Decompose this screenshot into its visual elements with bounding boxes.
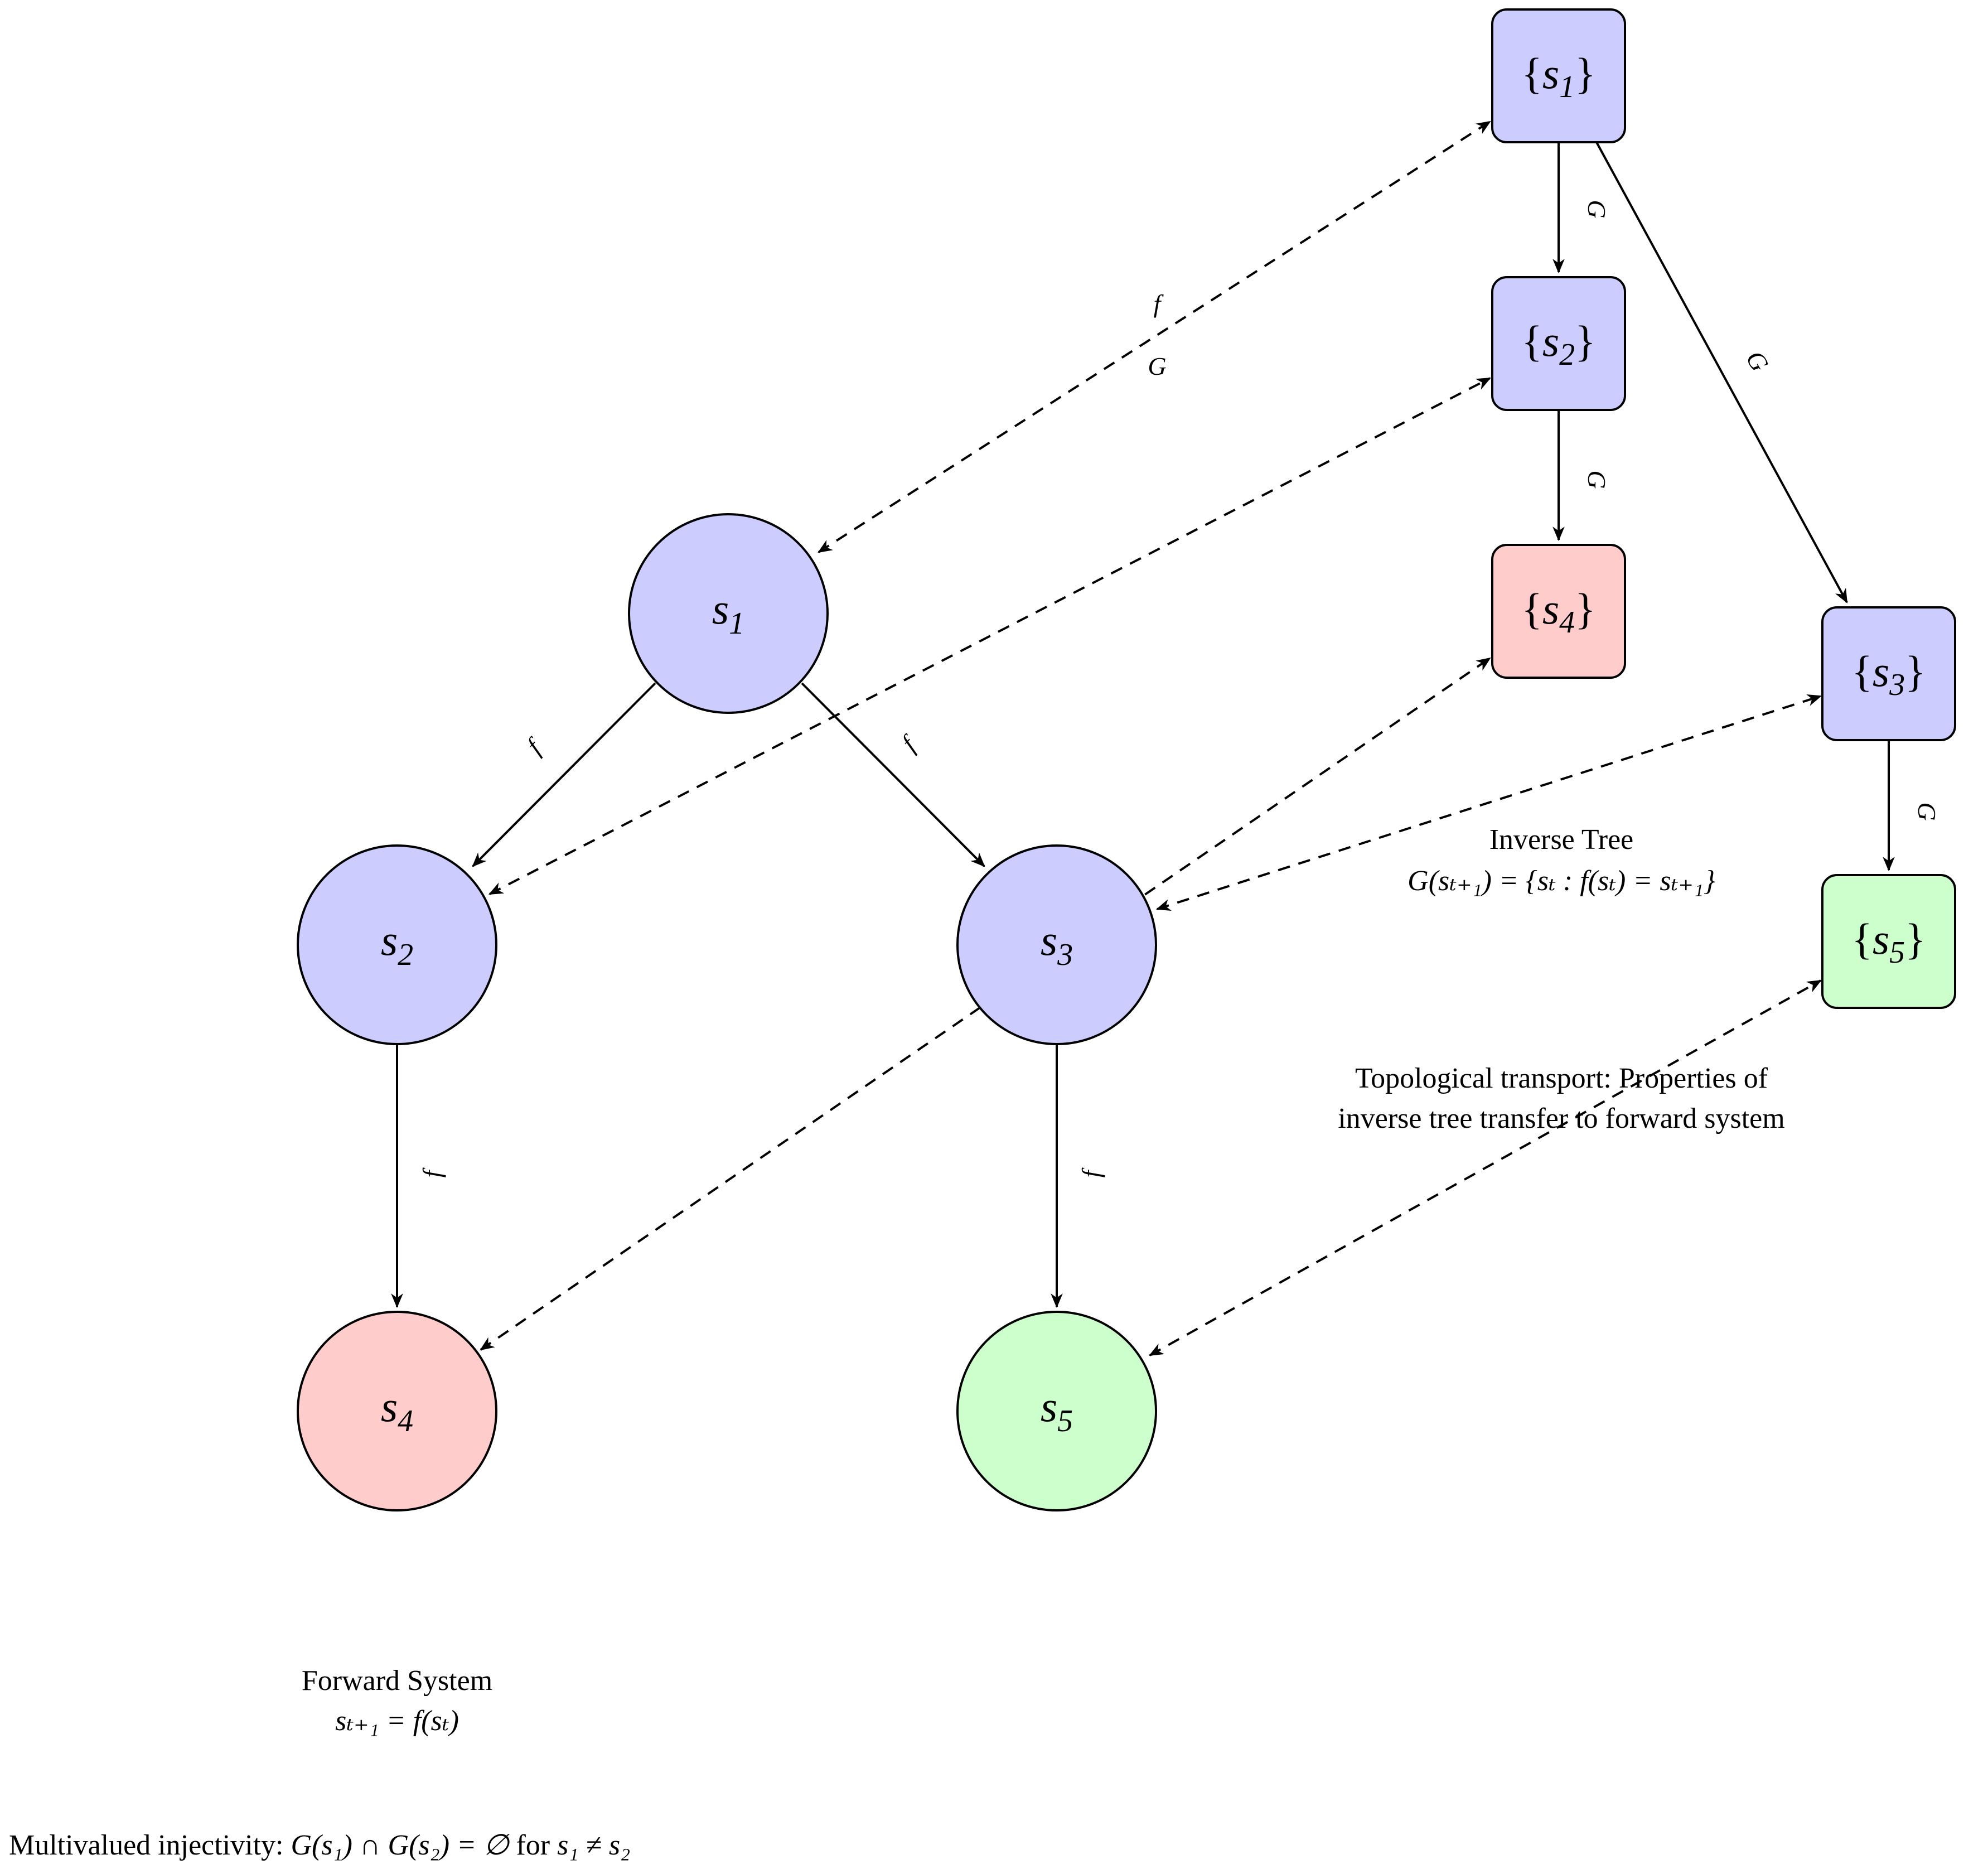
node-s1-circle <box>628 513 829 714</box>
inverse-edges <box>1552 142 1895 872</box>
injectivity-statement: Multivalued injectivity: G(s₁) ∩ G(s₂) =… <box>9 1829 630 1861</box>
label-G-dashed: G <box>1148 352 1166 380</box>
node-g1: {s1} <box>1491 8 1626 143</box>
injectivity-condition: s₁ ≠ s₂ <box>557 1829 630 1861</box>
label-G-g3-g5: G <box>1913 802 1941 820</box>
inverse-tree-formula: G(sₜ₊₁) = {sₜ : f(sₜ) = sₜ₊₁} <box>1407 865 1715 897</box>
injectivity-formula: G(s₁) ∩ G(s₂) = ∅ <box>291 1829 510 1861</box>
label-G-g1-g2: G <box>1583 200 1611 218</box>
node-s4: s4 <box>297 1311 497 1511</box>
inverse-tree-caption: Inverse Tree G(sₜ₊₁) = {sₜ : f(sₜ) = sₜ₊… <box>1407 824 1715 897</box>
node-g2-label: {s2} <box>1521 317 1595 372</box>
correspondence-edges <box>480 120 1822 1356</box>
node-s4-label: s4 <box>381 1382 413 1438</box>
label-f-s2-s4: f <box>418 1167 446 1177</box>
forward-edges <box>391 682 1063 1308</box>
node-g5: {s5} <box>1821 874 1956 1009</box>
node-g4-label: {s4} <box>1521 585 1595 640</box>
transport-caption: Topological transport: Properties of inv… <box>1338 1063 1784 1134</box>
node-g3-box <box>1821 606 1956 741</box>
node-s5: s5 <box>956 1311 1157 1511</box>
node-s3: s3 <box>956 844 1157 1045</box>
injectivity-caption: Multivalued injectivity: G(s₁) ∩ G(s₂) =… <box>9 1829 630 1861</box>
label-f-s1-s3: f <box>896 729 923 756</box>
label-f-s1-s2: f <box>521 732 548 759</box>
label-G-g2-g4: G <box>1583 470 1611 489</box>
node-g4-box <box>1491 544 1626 679</box>
node-s3-label: s3 <box>1041 916 1073 972</box>
injectivity-for: for <box>509 1829 557 1861</box>
node-g4: {s4} <box>1491 544 1626 679</box>
edge-s1-s2 <box>472 682 656 867</box>
forward-system-caption: Forward System sₜ₊₁ = f(sₜ) <box>302 1665 492 1737</box>
node-s3-circle <box>956 844 1157 1045</box>
node-s1-label: s1 <box>712 585 744 641</box>
label-f-dashed: f <box>1154 289 1164 318</box>
inverse-tree-title: Inverse Tree <box>1489 824 1634 856</box>
node-g5-label: {s5} <box>1851 915 1926 970</box>
node-g1-box <box>1491 8 1626 143</box>
node-s5-circle <box>956 1311 1157 1511</box>
dashed-s5-g5 <box>1149 979 1822 1356</box>
edge-g1-g3 <box>1595 142 1848 603</box>
node-s2: s2 <box>297 844 497 1045</box>
label-f-s3-s5: f <box>1077 1167 1105 1177</box>
edge-s1-s3 <box>801 682 985 867</box>
node-g2-box <box>1491 276 1626 411</box>
node-s2-circle <box>297 844 497 1045</box>
dashed-s1-g1 <box>818 120 1491 553</box>
transport-line-2: inverse tree transfer to forward system <box>1338 1103 1784 1134</box>
forward-system-title: Forward System <box>302 1665 492 1697</box>
label-G-g1-g3: G <box>1740 346 1774 376</box>
dashed-s2-g2 <box>488 377 1491 895</box>
node-s1: s1 <box>628 513 829 714</box>
node-s2-label: s2 <box>381 916 413 972</box>
edge-labels: f f f f f G G G G G <box>418 200 1941 1177</box>
node-s4-circle <box>297 1311 497 1511</box>
node-g3-label: {s3} <box>1851 647 1926 702</box>
transport-line-1: Topological transport: Properties of <box>1355 1063 1768 1094</box>
forward-system-formula: sₜ₊₁ = f(sₜ) <box>335 1705 459 1737</box>
node-g2: {s2} <box>1491 276 1626 411</box>
node-g3: {s3} <box>1821 606 1956 741</box>
dashed-s3-g3 <box>1155 694 1822 911</box>
node-s5-label: s5 <box>1041 1382 1073 1438</box>
node-g5-box <box>1821 874 1956 1009</box>
node-g1-label: {s1} <box>1521 49 1595 104</box>
injectivity-prefix: Multivalued injectivity: <box>9 1829 291 1861</box>
